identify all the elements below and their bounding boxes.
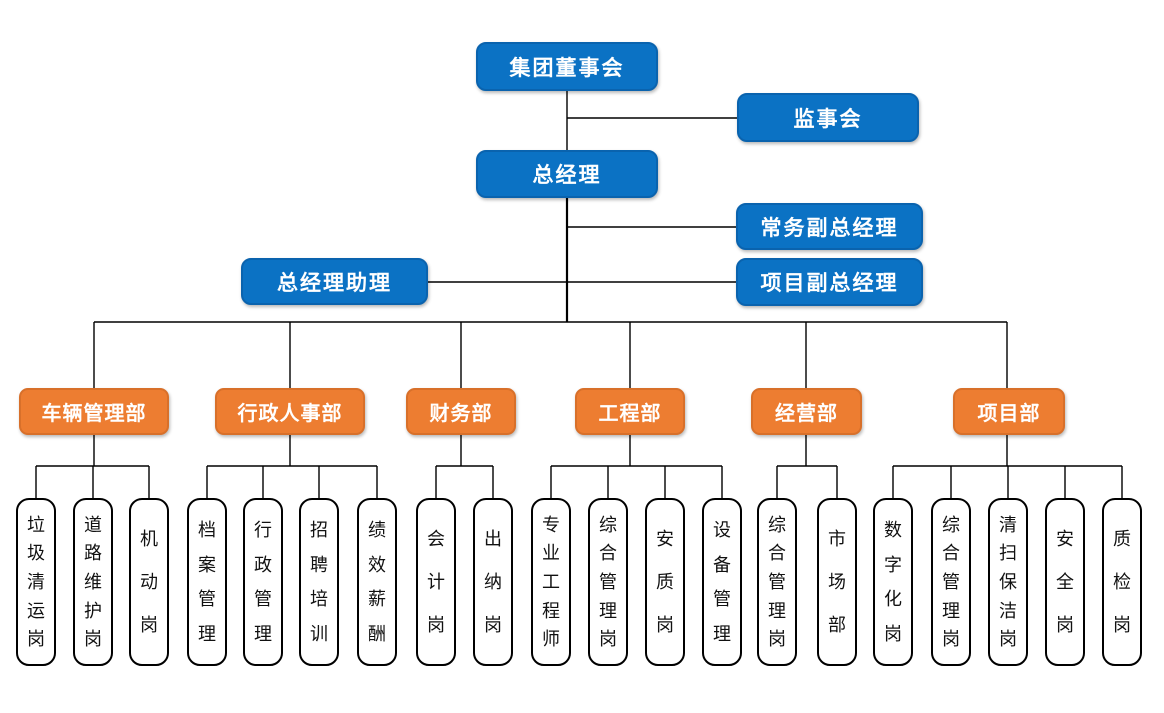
dept-node-vehicle-management: 车辆管理部 [19, 388, 169, 435]
position-node: 安质岗 [645, 498, 685, 666]
position-node: 市场部 [817, 498, 857, 666]
position-node: 专业工程师 [531, 498, 571, 666]
position-node: 综合管理岗 [931, 498, 971, 666]
position-node: 机动岗 [129, 498, 169, 666]
node-general-manager: 总经理 [476, 150, 658, 198]
position-node: 档案管理 [187, 498, 227, 666]
position-node: 会计岗 [416, 498, 456, 666]
position-node: 招聘培训 [299, 498, 339, 666]
position-node: 设备管理 [702, 498, 742, 666]
node-group-board: 集团董事会 [476, 42, 658, 91]
node-exec-deputy-gm: 常务副总经理 [736, 203, 923, 250]
dept-node-admin-hr: 行政人事部 [215, 388, 365, 435]
position-node: 出纳岗 [473, 498, 513, 666]
dept-node-finance: 财务部 [406, 388, 516, 435]
position-node: 质检岗 [1102, 498, 1142, 666]
position-node: 垃圾清运岗 [16, 498, 56, 666]
position-node: 清扫保洁岗 [988, 498, 1028, 666]
position-node: 安全岗 [1045, 498, 1085, 666]
position-node: 数字化岗 [873, 498, 913, 666]
dept-node-engineering: 工程部 [575, 388, 685, 435]
node-supervisory-board: 监事会 [737, 93, 919, 142]
node-gm-assistant: 总经理助理 [241, 258, 428, 305]
position-node: 绩效薪酬 [357, 498, 397, 666]
position-node: 综合管理岗 [588, 498, 628, 666]
node-project-deputy-gm: 项目副总经理 [736, 258, 923, 306]
position-node: 行政管理 [243, 498, 283, 666]
position-node: 综合管理岗 [757, 498, 797, 666]
dept-node-project: 项目部 [953, 388, 1065, 435]
dept-node-operations: 经营部 [751, 388, 862, 435]
position-node: 道路维护岗 [73, 498, 113, 666]
